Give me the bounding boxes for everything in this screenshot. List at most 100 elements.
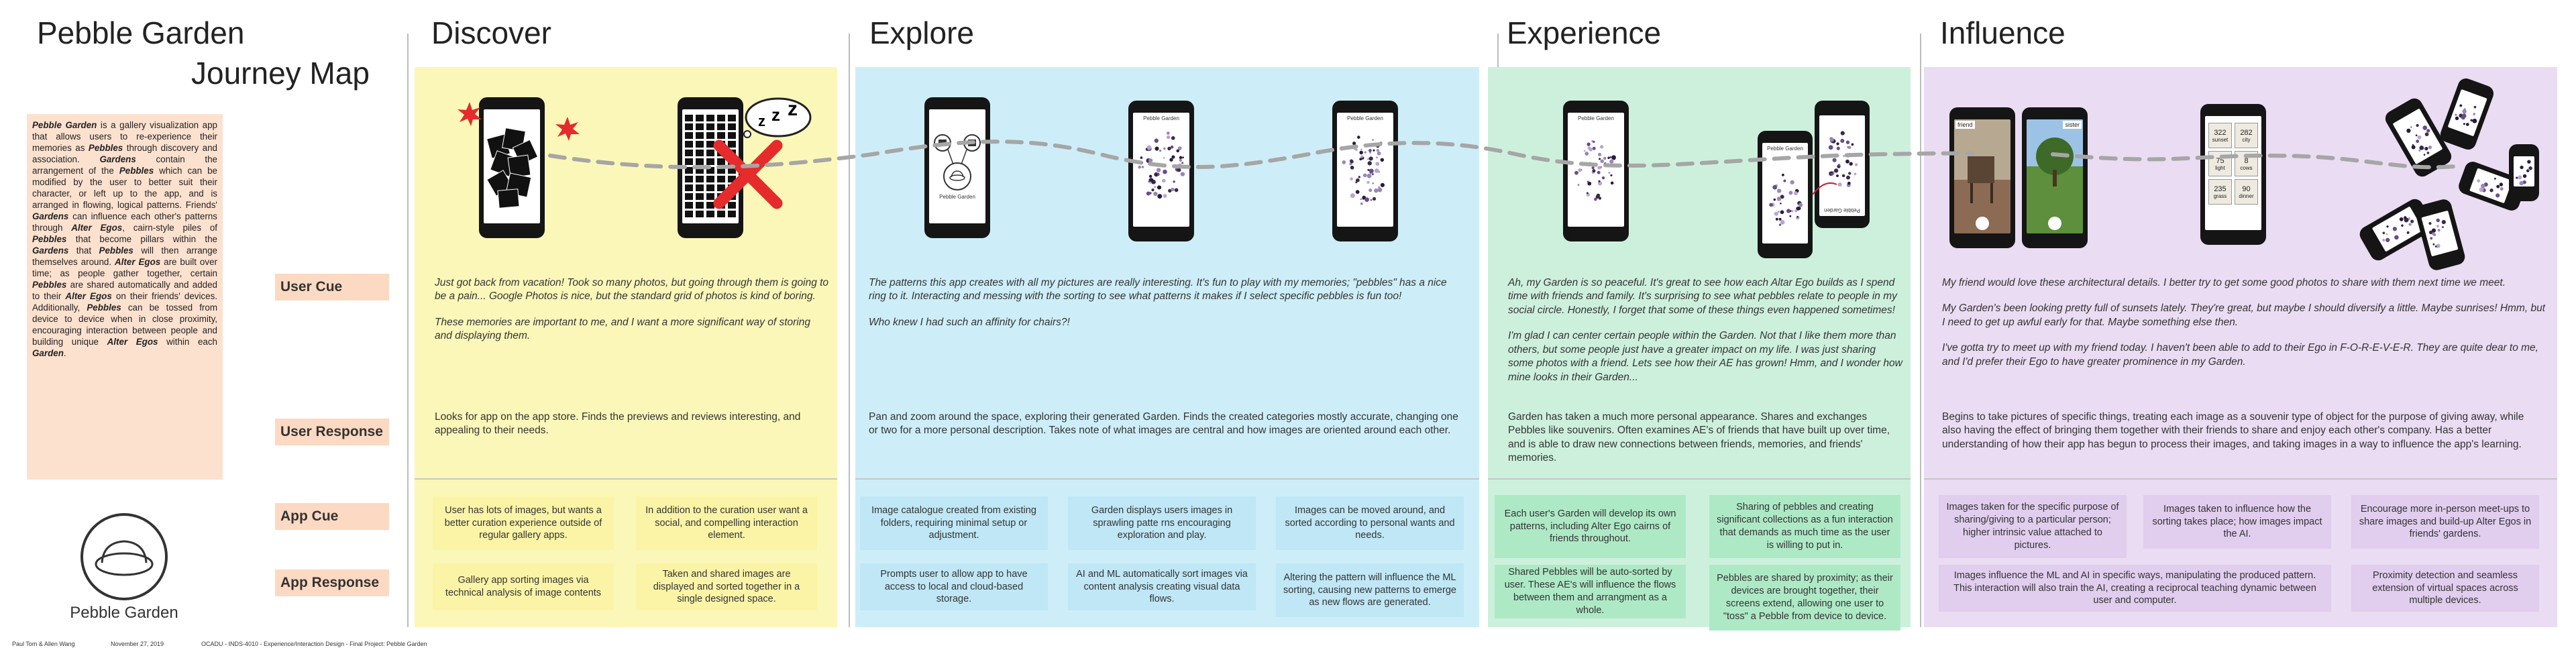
phone-garden-zoom: Pebble Garden xyxy=(1332,101,1398,241)
category-count: 90 xyxy=(2242,184,2251,193)
intro-segment: within each xyxy=(158,337,217,347)
footer-course: OCADU - INDS-4010 - Experience/Interacti… xyxy=(201,641,427,647)
category-count: 235 xyxy=(2214,184,2226,193)
influence-app-cue-card: Images taken to influence how the sortin… xyxy=(2143,495,2331,549)
intro-segment: Alter Egos xyxy=(65,291,112,302)
row-label-app-cue: App Cue xyxy=(275,503,389,530)
category-label: city xyxy=(2242,136,2251,143)
intro-segment: that xyxy=(68,246,99,256)
influence-app-response-card: Images influence the ML and AI in specif… xyxy=(1939,565,2331,612)
screen-title: Pebble Garden xyxy=(1143,115,1179,121)
intro-segment: Pebbles xyxy=(87,303,121,313)
category-count: 322 xyxy=(2214,128,2226,137)
row-label-user-cue: User Cue xyxy=(275,274,389,301)
intro-description: Pebble Garden is a gallery visualization… xyxy=(27,114,223,480)
phone-sharing-left: Pebble Garden xyxy=(1758,131,1813,258)
intro-segment: that become pillars within the xyxy=(66,234,217,245)
intro-segment: Gardens xyxy=(32,211,69,222)
pebble-logo-icon xyxy=(80,513,168,600)
experience-app-response-card: Shared Pebbles will be auto-sorted by us… xyxy=(1495,565,1686,618)
svg-text:z: z xyxy=(771,105,780,125)
discover-app-response-card: Gallery app sorting images via technical… xyxy=(433,563,614,610)
intro-segment: can influence each other's patterns thro… xyxy=(32,211,217,233)
section-separator xyxy=(415,478,837,480)
explore-app-response-card: Altering the pattern will influence the … xyxy=(1276,563,1464,617)
phone-cluster-item xyxy=(2413,197,2467,272)
phone-camera-chair: friend xyxy=(1949,107,2015,248)
intro-segment: through discovery and association. xyxy=(32,143,217,165)
screen-title: Pebble Garden xyxy=(939,194,975,200)
category-label: sunset xyxy=(2212,136,2229,143)
explore-app-cue-card: Garden displays users images in sprawlin… xyxy=(1068,496,1256,550)
title-line-2: Journey Map xyxy=(191,56,370,91)
user-cue-text: I've gotta try to meet up with my friend… xyxy=(1942,342,2538,368)
phone-cluster-item xyxy=(2357,196,2436,264)
intro-segment: are built over time; as people gather to… xyxy=(32,257,217,279)
user-cue-text: The patterns this app creates with all m… xyxy=(869,277,1447,303)
logo-label: Pebble Garden xyxy=(70,604,178,622)
camera-target-label: friend xyxy=(1955,121,1975,129)
experience-app-response-card: Pebbles are shared by proximity; as thei… xyxy=(1709,565,1900,631)
category-label: cows xyxy=(2240,164,2253,171)
intro-segment: can be tossed from device to device when… xyxy=(32,303,217,347)
svg-text:z: z xyxy=(788,98,798,120)
svg-text:z: z xyxy=(758,113,765,129)
user-cue-text: Who knew I had such an affinity for chai… xyxy=(869,316,1070,328)
frustration-burst-icon xyxy=(458,102,482,126)
user-cue-text: I'm glad I can center certain people wit… xyxy=(1508,330,1902,383)
experience-user-response: Garden has taken a much more personal ap… xyxy=(1508,411,1890,464)
camera-target-label: sister xyxy=(2063,121,2082,129)
footer-date: November 27, 2019 xyxy=(111,641,164,647)
discover-app-cue-card: In addition to the curation user want a … xyxy=(636,496,817,550)
discover-user-response: Looks for app on the app store. Finds th… xyxy=(435,411,801,437)
intro-segment: is a gallery visualization app that allo… xyxy=(32,120,218,154)
stage-title-explore: Explore xyxy=(869,15,974,50)
screen-title: Pebble Garden xyxy=(1824,207,1860,213)
intro-segment: Pebbles xyxy=(119,166,154,176)
section-separator xyxy=(855,478,1479,480)
explore-user-cue: The patterns this app creates with all m… xyxy=(869,276,1466,341)
cross-out-icon xyxy=(713,140,783,209)
toss-arrow-icon xyxy=(1812,182,1837,195)
section-separator xyxy=(1924,478,2557,480)
intro-segment: Alter Egos xyxy=(107,337,158,347)
intro-segment: Gardens xyxy=(32,246,69,256)
category-count: 8 xyxy=(2244,156,2249,165)
influence-user-response: Begins to take pictures of specific thin… xyxy=(1942,411,2524,450)
stage-divider xyxy=(407,34,409,627)
stage-title-discover: Discover xyxy=(431,15,551,50)
intro-segment: . xyxy=(63,348,66,359)
discover-user-cue: Just got back from vacation! Took so man… xyxy=(435,276,830,356)
user-cue-text: Ah, my Garden is so peaceful. It's great… xyxy=(1508,277,1897,316)
intro-segment: , cairn-style piles of xyxy=(122,223,218,233)
stage-title-influence: Influence xyxy=(1940,15,2065,50)
phone-cluster-item xyxy=(2438,76,2496,152)
intro-segment: Pebbles xyxy=(32,234,67,245)
experience-app-cue-card: Each user's Garden will develop its own … xyxy=(1495,495,1686,558)
stage-divider xyxy=(1920,34,1921,627)
influence-app-cue-card: Encourage more in-person meet-ups to sha… xyxy=(2351,495,2539,549)
user-cue-text: Just got back from vacation! Took so man… xyxy=(435,277,829,303)
phone-personal-garden: Pebble Garden xyxy=(1563,101,1629,241)
explore-app-response-card: AI and ML automatically sort images via … xyxy=(1068,563,1256,610)
intro-segment: Pebbles xyxy=(99,246,133,256)
influence-app-response-card: Proximity detection and seamless extensi… xyxy=(2351,565,2539,612)
user-cue-text: My friend would love these architectural… xyxy=(1942,277,2506,288)
intro-segment: are shared automatically and added to th… xyxy=(32,280,217,302)
intro-segment: contain the arrangement of the xyxy=(32,154,217,176)
phone-camera-tree: sister xyxy=(2022,107,2088,248)
category-label: light xyxy=(2215,164,2225,171)
user-cue-text: These memories are important to me, and … xyxy=(435,316,810,342)
sleep-bubble-icon: z z z xyxy=(743,97,812,138)
category-count: 75 xyxy=(2216,156,2224,165)
explore-app-cue-card: Images can be moved around, and sorted a… xyxy=(1276,496,1464,550)
intro-segment: which can be modified by the user to bet… xyxy=(32,166,217,211)
stage-divider xyxy=(849,34,850,627)
screen-title: Pebble Garden xyxy=(1578,115,1614,121)
